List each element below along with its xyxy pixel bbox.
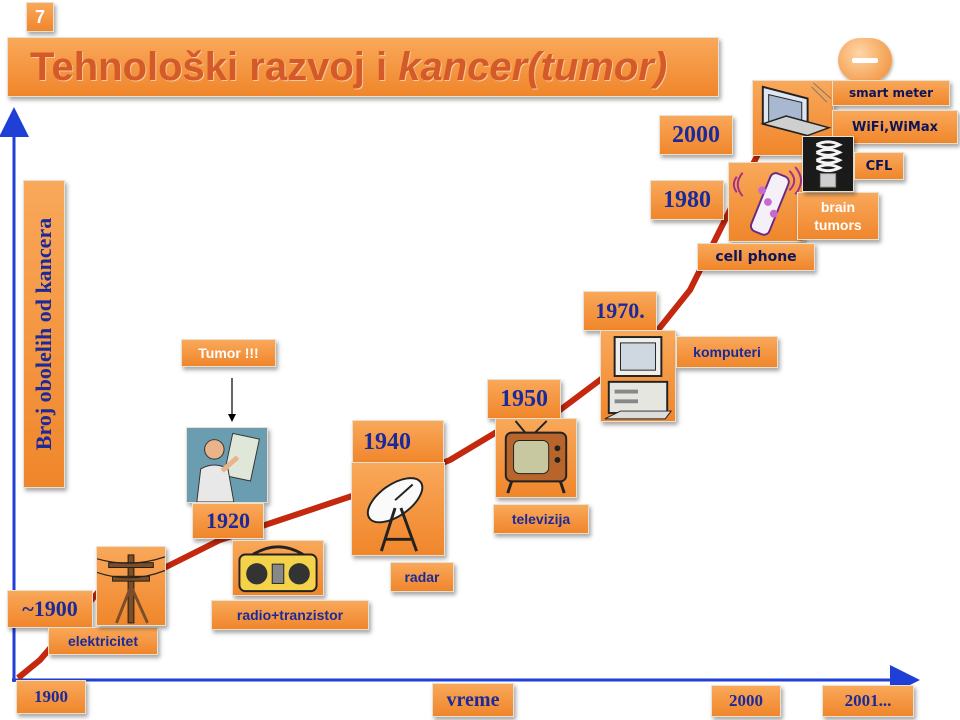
cfl-bulb-icon bbox=[802, 136, 854, 192]
title-main: Tehnološki razvoj i bbox=[30, 44, 399, 89]
decorative-pill-icon bbox=[838, 38, 892, 82]
label-brain-tumors: brain tumors bbox=[797, 192, 879, 240]
cell-phone-icon bbox=[728, 162, 804, 242]
label-elektricitet: elektricitet bbox=[48, 627, 158, 655]
year-1970: 1970. bbox=[583, 291, 657, 331]
year-2000: 2000 bbox=[659, 115, 733, 155]
year-1920: 1920 bbox=[192, 503, 264, 539]
label-cfl: CFL bbox=[854, 152, 904, 180]
page-title: Tehnološki razvoj i kancer(tumor) bbox=[7, 37, 719, 97]
computer-icon bbox=[600, 330, 676, 422]
axis-tick-1900: 1900 bbox=[16, 680, 86, 714]
y-axis-label: Broj obolelih od kancera bbox=[23, 180, 65, 488]
radio-icon bbox=[232, 540, 324, 596]
power-pole-icon bbox=[96, 546, 166, 626]
label-smart-meter: smart meter bbox=[832, 80, 950, 106]
year-1980: 1980 bbox=[650, 180, 724, 220]
axis-tick-2001: 2001... bbox=[822, 685, 914, 717]
axis-tick-2000: 2000 bbox=[711, 685, 781, 717]
label-komputeri: komputeri bbox=[676, 336, 778, 368]
label-radar: radar bbox=[390, 562, 454, 592]
year-1940: 1940 bbox=[352, 420, 444, 464]
year-1950: 1950 bbox=[487, 379, 561, 419]
label-tumor: Tumor !!! bbox=[181, 339, 276, 367]
label-wifi: WiFi,WiMax bbox=[832, 110, 958, 144]
label-cell-phone: cell phone bbox=[697, 243, 815, 271]
radar-dish-icon bbox=[351, 462, 445, 556]
year-1900: ~1900 bbox=[7, 590, 93, 628]
label-televizija: televizija bbox=[493, 504, 589, 534]
x-axis-label: vreme bbox=[432, 683, 514, 717]
label-radio: radio+tranzistor bbox=[211, 600, 369, 630]
slide-number: 7 bbox=[26, 2, 54, 32]
scientist-icon bbox=[186, 427, 268, 503]
title-italic: kancer(tumor) bbox=[398, 44, 668, 89]
tv-icon bbox=[495, 418, 577, 498]
